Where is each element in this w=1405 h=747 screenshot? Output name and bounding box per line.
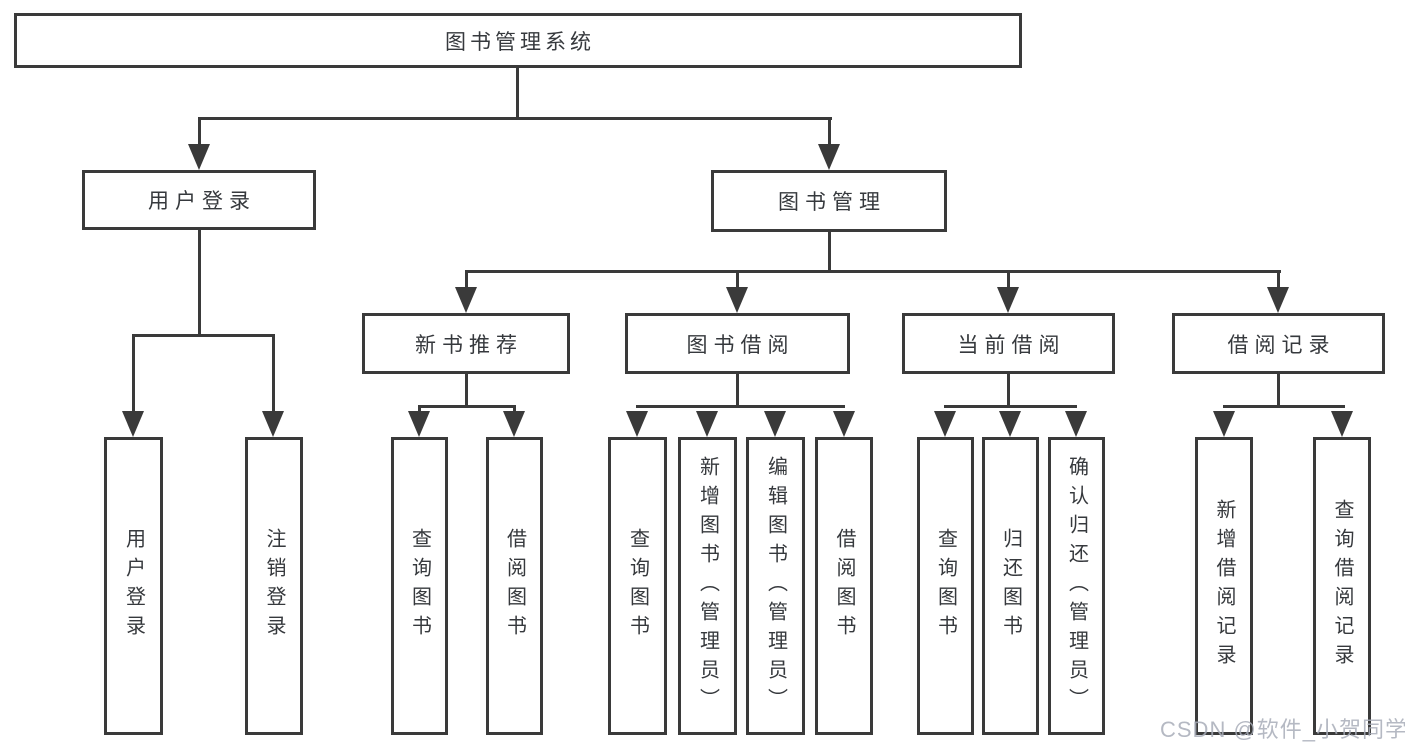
connector-line bbox=[132, 334, 135, 412]
connector-line bbox=[736, 270, 739, 290]
node-borrow-records: 借阅记录 bbox=[1172, 313, 1385, 374]
leaf-borrow-borrow-books: 借阅图书 bbox=[815, 437, 873, 735]
leaf-current-return-books: 归还图书 bbox=[982, 437, 1039, 735]
leaf-current-query-books: 查询图书 bbox=[917, 437, 974, 735]
connector-line bbox=[198, 117, 832, 120]
connector-line bbox=[828, 232, 831, 270]
arrow-down-icon bbox=[188, 144, 210, 170]
arrow-down-icon bbox=[764, 411, 786, 437]
leaf-borrow-edit-books-admin: 编辑图书（管理员） bbox=[746, 437, 805, 735]
leaf-user-login: 用户登录 bbox=[104, 437, 163, 735]
connector-line bbox=[736, 374, 739, 408]
node-user-login: 用户登录 bbox=[82, 170, 316, 230]
connector-line bbox=[1007, 374, 1010, 408]
arrow-down-icon bbox=[503, 411, 525, 437]
arrow-down-icon bbox=[696, 411, 718, 437]
arrow-down-icon bbox=[818, 144, 840, 170]
arrow-down-icon bbox=[455, 287, 477, 313]
leaf-records-query-borrow-record: 查询借阅记录 bbox=[1313, 437, 1371, 735]
connector-line bbox=[132, 334, 275, 337]
arrow-down-icon bbox=[1331, 411, 1353, 437]
arrow-down-icon bbox=[997, 287, 1019, 313]
leaf-newbook-query-books: 查询图书 bbox=[391, 437, 448, 735]
connector-line bbox=[465, 270, 1281, 273]
connector-line bbox=[418, 405, 516, 408]
arrow-down-icon bbox=[122, 411, 144, 437]
connector-line bbox=[1223, 405, 1345, 408]
connector-line bbox=[1277, 374, 1280, 408]
arrow-down-icon bbox=[726, 287, 748, 313]
connector-line bbox=[516, 68, 519, 120]
node-current-borrow: 当前借阅 bbox=[902, 313, 1115, 374]
connector-line bbox=[198, 117, 201, 148]
arrow-down-icon bbox=[262, 411, 284, 437]
leaf-newbook-borrow-books: 借阅图书 bbox=[486, 437, 543, 735]
connector-line bbox=[272, 334, 275, 412]
arrow-down-icon bbox=[1267, 287, 1289, 313]
arrow-down-icon bbox=[1213, 411, 1235, 437]
leaf-borrow-add-books-admin: 新增图书（管理员） bbox=[678, 437, 737, 735]
node-book-management: 图书管理 bbox=[711, 170, 947, 232]
connector-line bbox=[1277, 270, 1280, 290]
connector-line bbox=[944, 405, 1077, 408]
connector-line bbox=[1007, 270, 1010, 290]
connector-line bbox=[465, 270, 468, 290]
arrow-down-icon bbox=[1065, 411, 1087, 437]
arrow-down-icon bbox=[934, 411, 956, 437]
leaf-borrow-query-books: 查询图书 bbox=[608, 437, 667, 735]
connector-line bbox=[636, 405, 845, 408]
connector-line bbox=[828, 117, 831, 148]
arrow-down-icon bbox=[408, 411, 430, 437]
leaf-logout-login: 注销登录 bbox=[245, 437, 303, 735]
connector-line bbox=[513, 405, 516, 414]
csdn-watermark: CSDN @软件_小贺同学 bbox=[1160, 717, 1405, 742]
connector-line bbox=[198, 230, 201, 334]
connector-line bbox=[465, 374, 468, 408]
arrow-down-icon bbox=[833, 411, 855, 437]
leaf-current-confirm-return-admin: 确认归还（管理员） bbox=[1048, 437, 1105, 735]
leaf-records-add-borrow-record: 新增借阅记录 bbox=[1195, 437, 1253, 735]
arrow-down-icon bbox=[999, 411, 1021, 437]
node-book-borrow: 图书借阅 bbox=[625, 313, 850, 374]
node-new-book-recommend: 新书推荐 bbox=[362, 313, 570, 374]
node-root: 图书管理系统 bbox=[14, 13, 1022, 68]
connector-line bbox=[418, 405, 421, 414]
arrow-down-icon bbox=[626, 411, 648, 437]
